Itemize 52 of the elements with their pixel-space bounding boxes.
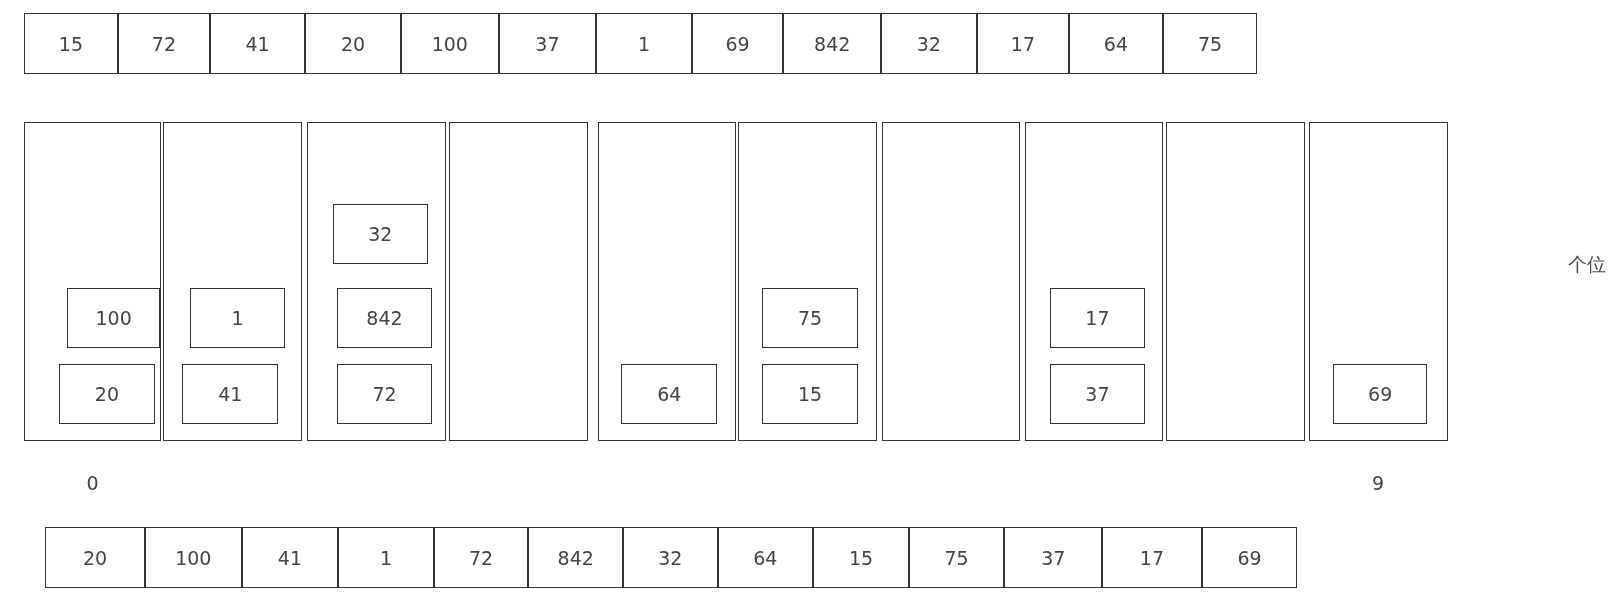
- array-cell: 1: [338, 527, 434, 589]
- bucket-index-label: 9: [1372, 471, 1385, 494]
- array-cell: 75: [908, 527, 1005, 589]
- bucket-box: [738, 122, 877, 441]
- bucket-box: [449, 122, 589, 441]
- array-cell: 1: [596, 13, 692, 74]
- array-cell: 842: [528, 527, 623, 589]
- bucket-index-label: 0: [86, 471, 99, 494]
- array-cell: 100: [400, 13, 499, 74]
- array-cell: 37: [498, 13, 597, 74]
- bucket-box: [163, 122, 303, 441]
- array-cell: 64: [717, 527, 814, 589]
- bucket-item-cell: 75: [762, 288, 858, 348]
- array-cell: 72: [433, 527, 529, 589]
- array-cell: 15: [813, 527, 909, 589]
- bucket-item-cell: 37: [1050, 364, 1145, 425]
- bucket-item-cell: 15: [762, 364, 858, 425]
- array-cell: 41: [241, 527, 339, 589]
- digit-place-label: 个位: [1568, 251, 1606, 277]
- bucket-item-cell: 842: [336, 288, 433, 348]
- array-cell: 17: [1102, 527, 1202, 589]
- bucket-box: [1024, 122, 1163, 441]
- bucket-box: [882, 122, 1020, 441]
- array-cell: 69: [691, 13, 784, 74]
- array-cell: 17: [976, 13, 1070, 74]
- array-cell: 32: [881, 13, 977, 74]
- bucket-box: [1308, 122, 1448, 441]
- bucket-item-cell: 1: [189, 288, 286, 348]
- array-cell: 100: [144, 527, 242, 589]
- bucket-item-cell: 20: [59, 364, 155, 425]
- bucket-item-cell: 32: [332, 204, 429, 264]
- bucket-item-cell: 69: [1332, 364, 1428, 425]
- bucket-box: [1165, 122, 1305, 441]
- bucket-item-cell: 72: [336, 364, 433, 425]
- bucket-box: [23, 122, 162, 441]
- array-cell: 20: [305, 13, 401, 74]
- array-cell: 37: [1004, 527, 1103, 589]
- array-cell: 69: [1201, 527, 1298, 589]
- bucket-box: [307, 122, 447, 441]
- array-cell: 15: [23, 13, 119, 74]
- array-cell: 32: [623, 527, 718, 589]
- array-cell: 20: [45, 527, 145, 589]
- array-cell: 41: [209, 13, 306, 74]
- array-cell: 72: [118, 13, 210, 74]
- bucket-box: [598, 122, 737, 441]
- array-cell: 842: [783, 13, 882, 74]
- bucket-item-cell: 41: [182, 364, 279, 425]
- array-cell: 75: [1162, 13, 1258, 74]
- bucket-item-cell: 64: [621, 364, 718, 425]
- bucket-item-cell: 100: [67, 288, 160, 348]
- array-cell: 64: [1069, 13, 1163, 74]
- bucket-item-cell: 17: [1050, 288, 1145, 348]
